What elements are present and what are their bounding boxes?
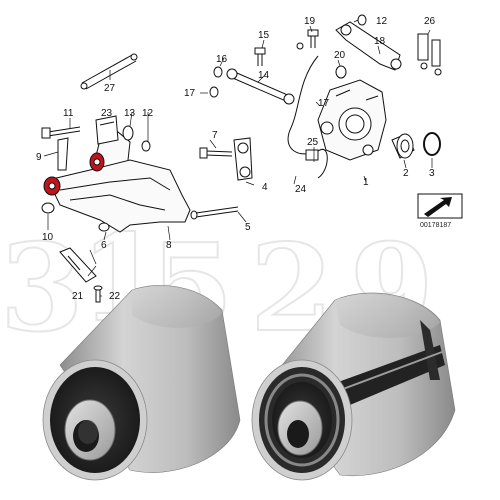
exploded-diagram bbox=[41, 14, 442, 303]
part-21-plate bbox=[59, 247, 97, 283]
part-20-washer bbox=[335, 65, 347, 79]
callout-3: 3 bbox=[429, 168, 435, 179]
callout-24: 24 bbox=[295, 184, 307, 195]
callout-17-right: 17 bbox=[318, 98, 330, 109]
callout-27: 27 bbox=[104, 83, 116, 94]
callout-4: 4 bbox=[262, 182, 268, 193]
part-19-bolt bbox=[296, 29, 319, 50]
callout-13: 13 bbox=[124, 108, 136, 119]
callout-11: 11 bbox=[63, 108, 74, 119]
part-22-screw bbox=[93, 285, 103, 303]
part-16-washer bbox=[213, 66, 223, 78]
callout-14: 14 bbox=[258, 70, 270, 81]
callout-10: 10 bbox=[42, 232, 54, 243]
callout-7: 7 bbox=[212, 130, 218, 141]
part-4-link bbox=[233, 137, 253, 181]
callout-25: 25 bbox=[307, 137, 319, 148]
part-9-pin bbox=[57, 137, 69, 171]
part-3-ring bbox=[423, 132, 441, 156]
callout-5: 5 bbox=[245, 222, 251, 233]
callout-6: 6 bbox=[101, 240, 107, 251]
part-23-bracket bbox=[95, 115, 119, 145]
part-12-nut-right bbox=[357, 14, 367, 26]
highlighted-bushings bbox=[43, 152, 105, 196]
catalog-number: 00178187 bbox=[420, 222, 451, 229]
part-24-sensor-cable bbox=[287, 55, 328, 179]
direction-arrow-icon bbox=[424, 197, 452, 217]
callout-numbers: 27 11 23 13 12 9 10 6 8 5 7 4 24 25 1 2 … bbox=[36, 16, 436, 302]
part-18-upper-arm bbox=[335, 21, 402, 71]
part-17-washer-left bbox=[209, 86, 219, 98]
part-2-cap bbox=[391, 133, 415, 159]
part-12-nut-left bbox=[141, 140, 151, 152]
callout-18: 18 bbox=[374, 36, 386, 47]
callout-20: 20 bbox=[334, 50, 346, 61]
part-10-nut bbox=[41, 202, 55, 214]
callout-2: 2 bbox=[403, 168, 409, 179]
part-7-bolt bbox=[199, 147, 233, 159]
callout-22: 22 bbox=[109, 291, 121, 302]
part-13-washer bbox=[122, 125, 134, 141]
part-5-bolt bbox=[190, 206, 239, 220]
callout-19: 19 bbox=[304, 16, 316, 27]
catalog-symbol: 00178187 bbox=[417, 193, 463, 229]
callout-9: 9 bbox=[36, 152, 42, 163]
callout-8: 8 bbox=[166, 240, 172, 251]
callout-23: 23 bbox=[101, 108, 113, 119]
part-11-bolt bbox=[41, 126, 81, 139]
callout-15: 15 bbox=[258, 30, 270, 41]
part-27-link bbox=[80, 53, 138, 90]
wheel-carrier bbox=[317, 79, 387, 161]
bushing-photo-left bbox=[42, 285, 241, 481]
part-8-control-arm bbox=[47, 131, 191, 233]
callout-1: 1 bbox=[363, 177, 369, 188]
callout-21: 21 bbox=[72, 291, 84, 302]
callout-12-left: 12 bbox=[142, 108, 154, 119]
callout-26: 26 bbox=[424, 16, 436, 27]
bushing-photo-right bbox=[251, 292, 456, 481]
leader-lines bbox=[43, 19, 433, 297]
callout-17-left: 17 bbox=[184, 88, 196, 99]
svg-text:3: 3 bbox=[0, 218, 84, 359]
part-26-clips bbox=[417, 33, 442, 76]
callout-16: 16 bbox=[216, 54, 228, 65]
part-6-washer bbox=[98, 222, 110, 232]
part-14-upper-arm bbox=[226, 68, 295, 105]
part-25-sensor bbox=[305, 149, 319, 161]
callout-12-right: 12 bbox=[376, 16, 388, 27]
part-15-bolt bbox=[254, 47, 266, 66]
